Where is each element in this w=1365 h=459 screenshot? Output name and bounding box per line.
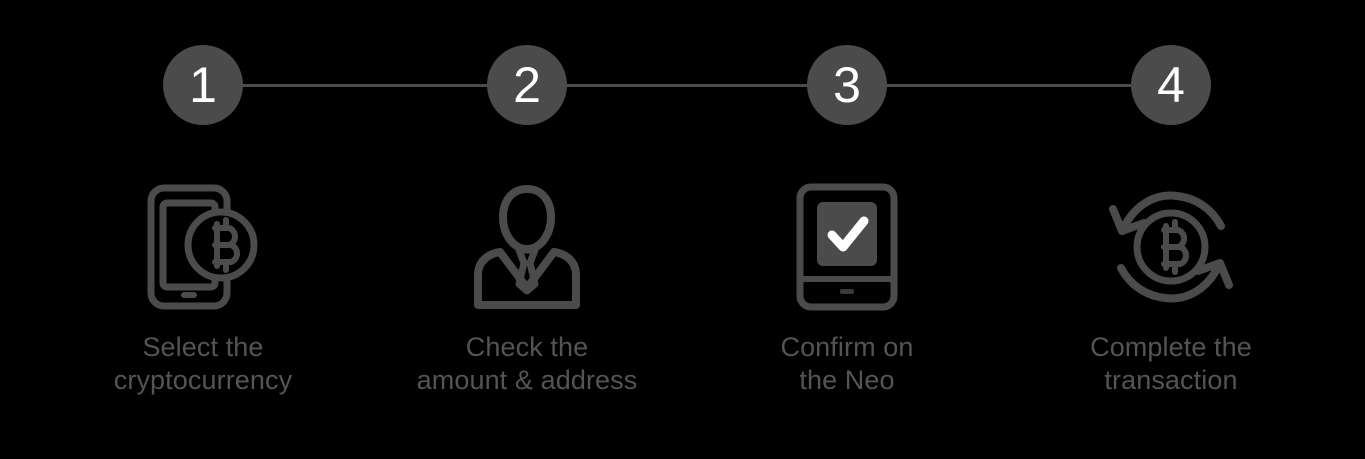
step-4-caption-line-1: Complete the: [1090, 332, 1252, 362]
phone-bitcoin-icon: [138, 182, 268, 312]
step-2-caption: Check the amount & address: [367, 331, 687, 397]
step-3-number-badge[interactable]: 3: [807, 45, 887, 125]
person-suit-icon: [462, 182, 592, 312]
step-2[interactable]: 2 Check the amount & address: [367, 0, 687, 459]
step-2-number-badge[interactable]: 2: [487, 45, 567, 125]
step-4-number-badge[interactable]: 4: [1131, 45, 1211, 125]
step-1-caption: Select the cryptocurrency: [43, 331, 363, 397]
step-4-caption-line-2: transaction: [1104, 365, 1238, 395]
step-1-number-badge[interactable]: 1: [163, 45, 243, 125]
step-4-caption: Complete the transaction: [1011, 331, 1331, 397]
progress-rail: [203, 84, 1171, 87]
step-1[interactable]: 1 Select the cryptocurrency: [43, 0, 363, 459]
step-1-caption-line-1: Select the: [142, 332, 264, 362]
step-3-caption: Confirm on the Neo: [687, 331, 1007, 397]
step-1-caption-line-2: cryptocurrency: [113, 365, 293, 395]
step-3-caption-line-2: the Neo: [799, 365, 895, 395]
step-4[interactable]: 4 Complete the transaction: [1011, 0, 1331, 459]
step-2-caption-line-2: amount & address: [416, 365, 638, 395]
step-3-caption-line-1: Confirm on: [780, 332, 914, 362]
bitcoin-exchange-arrows-icon: [1106, 182, 1236, 312]
step-2-caption-line-1: Check the: [465, 332, 589, 362]
device-checkmark-icon: [782, 182, 912, 312]
step-3[interactable]: 3 Confirm on the Neo: [687, 0, 1007, 459]
